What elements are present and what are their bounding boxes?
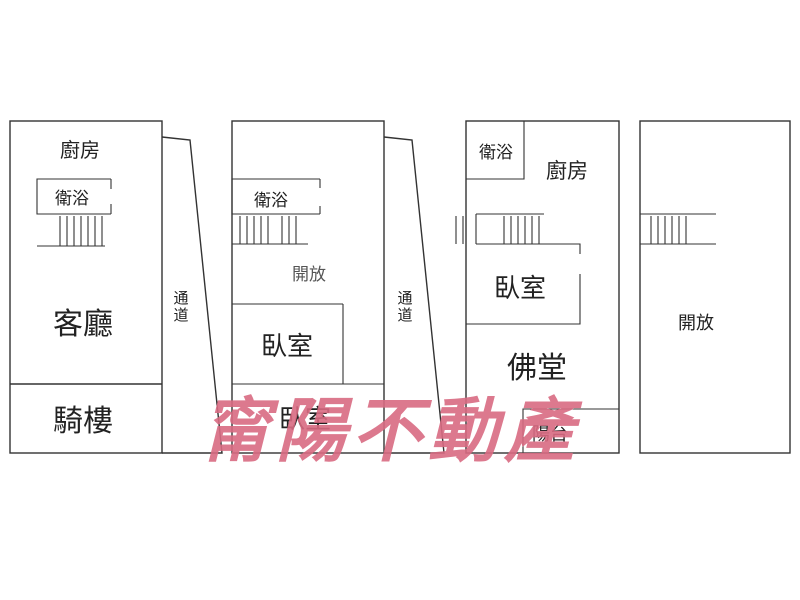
bedroom-2a-label: 臥室 xyxy=(261,332,313,362)
floor-1-outline xyxy=(9,120,163,454)
passage-1-label-top: 通 xyxy=(173,289,188,307)
stairs-3 xyxy=(455,213,544,245)
stairs-1 xyxy=(37,216,105,247)
bedroom-3-outline xyxy=(466,274,581,325)
floor-3-outline xyxy=(465,120,620,454)
bathroom-2-label: 衛浴 xyxy=(254,191,288,211)
balcony-outline xyxy=(522,408,619,453)
open-area-4-label: 開放 xyxy=(678,313,714,334)
passage-2-label-top: 通 xyxy=(397,289,412,307)
kitchen-1-label: 廚房 xyxy=(60,138,100,162)
stairs-2 xyxy=(232,216,308,245)
bathroom-3-outline xyxy=(466,121,525,180)
stairs-4 xyxy=(640,213,716,245)
floor-4-outline xyxy=(639,120,791,454)
passage-1-outline xyxy=(161,136,223,454)
floor-4-plan: 開放 xyxy=(639,120,791,454)
watermark-text: 甯陽不動產 xyxy=(200,389,583,472)
living-room-label: 客廳 xyxy=(53,307,113,342)
open-area-2-label: 開放 xyxy=(292,265,326,285)
shrine-room-label: 佛堂 xyxy=(507,351,567,386)
kitchen-3-label: 廚房 xyxy=(546,159,588,183)
bedroom-2b-label: 臥室 xyxy=(279,405,331,435)
arcade-label: 騎樓 xyxy=(53,404,113,439)
bathroom-1-outline xyxy=(36,178,111,215)
balcony-label: 陽台 xyxy=(532,424,568,445)
floor-3-plan: 衛浴 廚房 臥室 佛堂 陽台 xyxy=(455,120,620,454)
passage-2-label-bottom: 道 xyxy=(397,306,412,324)
passage-2-outline xyxy=(383,136,445,454)
bedroom-3-label: 臥室 xyxy=(494,274,546,304)
floor-2-plan: 衛浴 開放 臥室 臥室 通 道 xyxy=(231,120,445,454)
bathroom-2-outline xyxy=(231,178,320,215)
bathroom-3-label: 衛浴 xyxy=(479,143,513,163)
floor-1-plan: 廚房 衛浴 客廳 騎樓 通 道 xyxy=(9,120,223,454)
floor-2-outline xyxy=(231,120,385,454)
bathroom-1-label: 衛浴 xyxy=(55,189,89,209)
passage-1-label-bottom: 道 xyxy=(173,306,188,324)
